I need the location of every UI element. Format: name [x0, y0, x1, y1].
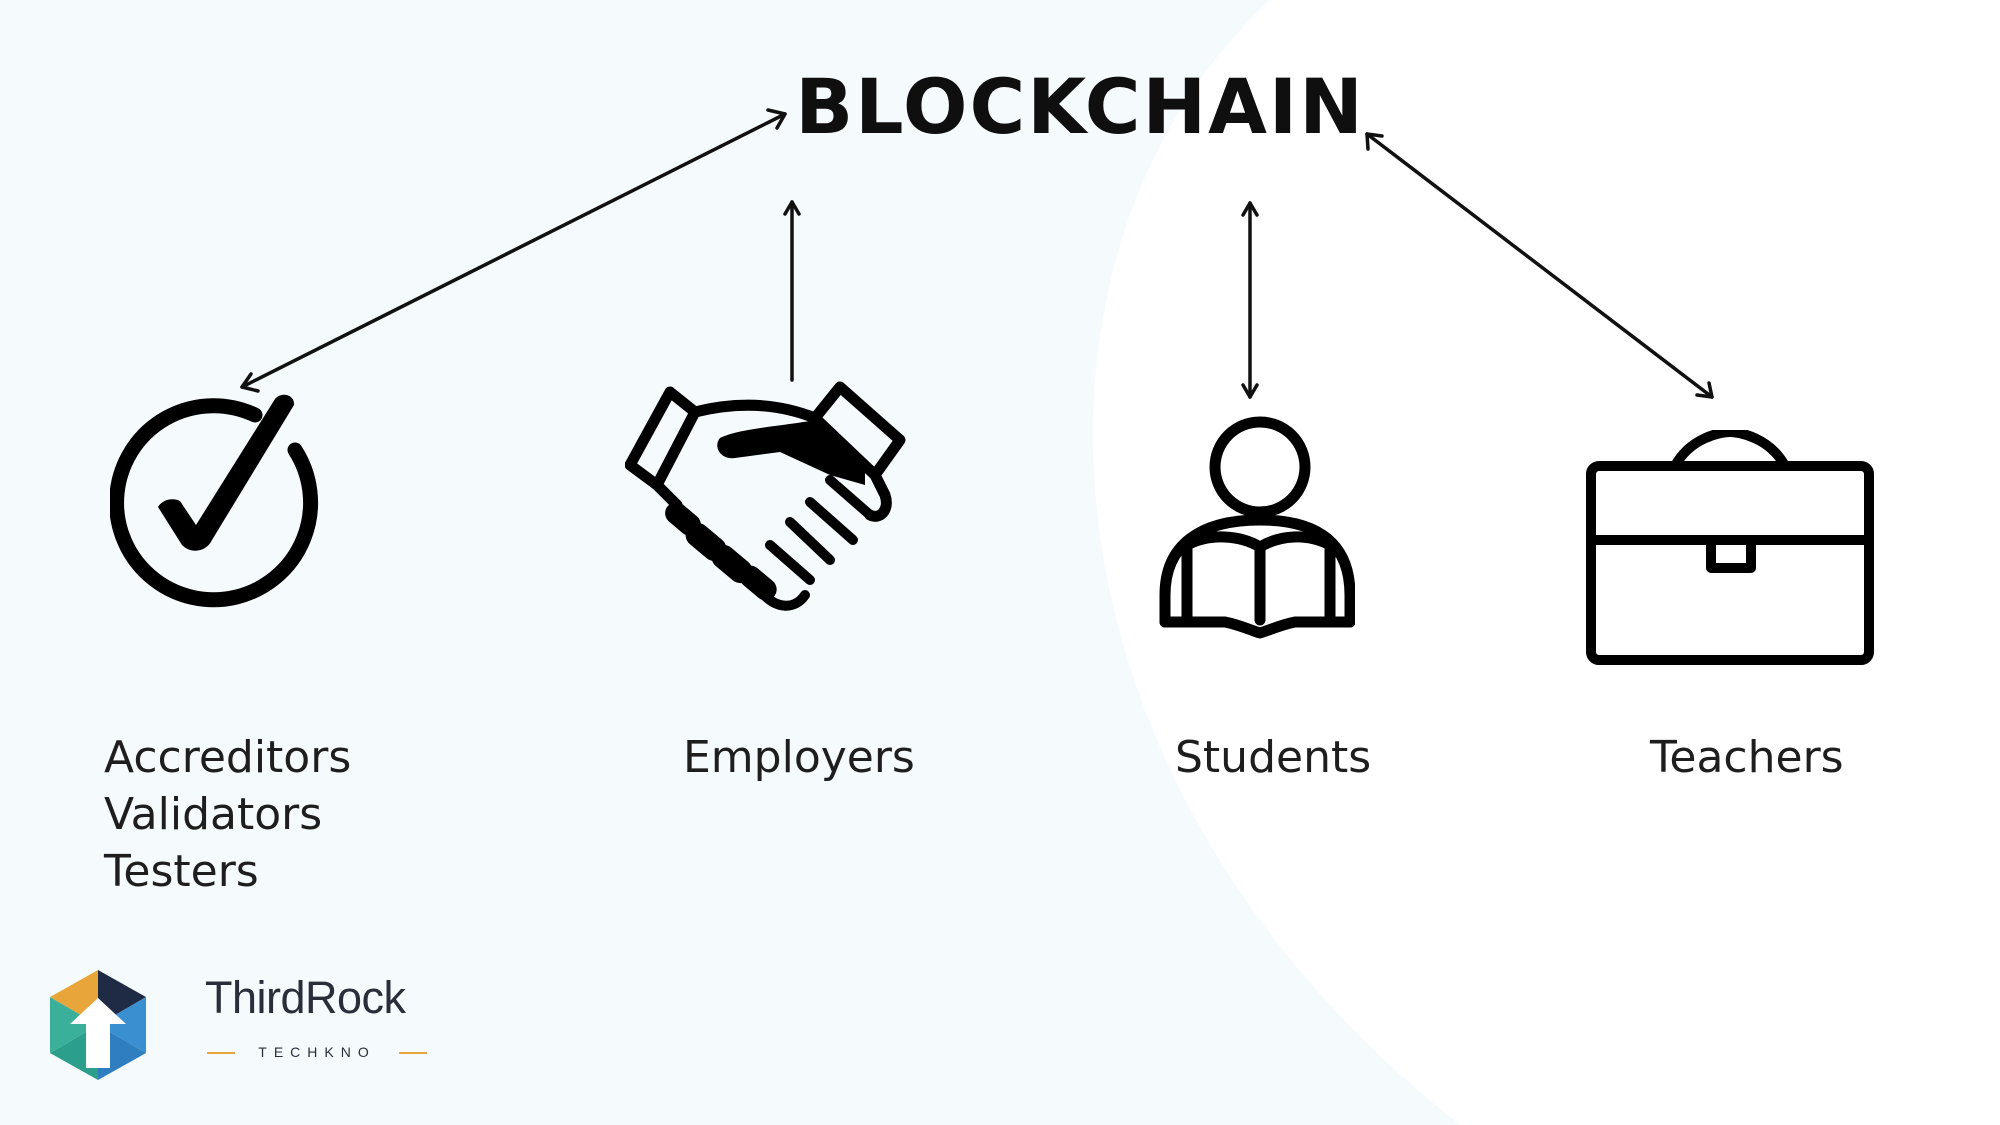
- label-line: Employers: [683, 732, 915, 783]
- label-line: Testers: [104, 846, 259, 897]
- arrow-accreditors: [240, 108, 787, 393]
- label-students: Students: [1175, 729, 1435, 786]
- briefcase-icon: [1586, 430, 1874, 665]
- checkmark-circle-icon: [110, 394, 319, 608]
- label-accreditors: Accreditors Validators Testers: [104, 729, 424, 900]
- blockchain-title: BLOCKCHAIN: [795, 62, 1365, 151]
- label-teachers: Teachers: [1650, 729, 1910, 786]
- logo-subtitle: TECHKNO: [258, 1044, 376, 1060]
- label-line: Validators: [104, 789, 323, 840]
- arrow-students: [1241, 201, 1259, 399]
- student-reading-icon: [1159, 416, 1355, 639]
- company-logo: ThirdRock TECHKNO: [42, 966, 427, 1086]
- logo-rule-right: [399, 1052, 427, 1054]
- logo-name: ThirdRock: [205, 972, 406, 1023]
- label-employers: Employers: [683, 729, 983, 786]
- logo-rule-left: [207, 1052, 235, 1054]
- arrow-employers: [783, 200, 801, 382]
- logo-hexagon-icon: [50, 970, 146, 1080]
- label-line: Students: [1175, 732, 1372, 783]
- arrow-teachers: [1365, 132, 1714, 399]
- label-line: Accreditors: [104, 732, 352, 783]
- label-line: Teachers: [1650, 732, 1844, 783]
- handshake-icon: [625, 381, 906, 611]
